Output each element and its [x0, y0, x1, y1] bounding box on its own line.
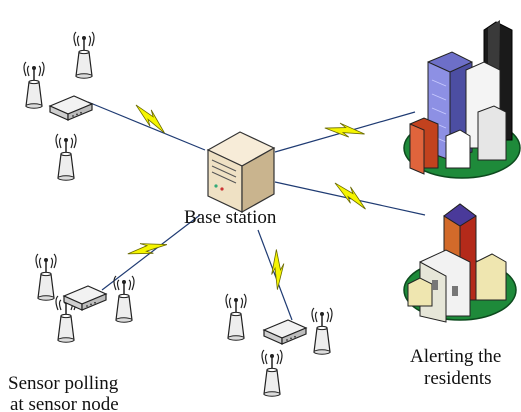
antenna-sensor-icon — [311, 307, 333, 355]
antenna-sensor-icon — [35, 253, 57, 301]
antenna-sensor-icon — [113, 275, 135, 323]
sensor-polling-label-line2: at sensor node — [10, 394, 119, 412]
link-town — [274, 181, 426, 216]
wireless-bolt-city — [324, 116, 365, 146]
wireless-bolt-bottom — [260, 249, 294, 291]
wireless-bolt-top — [130, 104, 171, 134]
router-icon — [263, 319, 307, 345]
wireless-bolt-left — [127, 230, 168, 269]
network-links — [87, 101, 426, 321]
town-icon — [403, 203, 517, 323]
link-sensor-group-bottom — [257, 229, 293, 321]
antenna-sensor-icon — [55, 133, 77, 181]
router-icon — [63, 285, 107, 311]
alerting-label-line2: residents — [424, 368, 492, 389]
alerting-label-line1: Alerting the — [410, 346, 501, 367]
sensor-cluster-left — [35, 253, 135, 343]
sensor-polling-label-line1: Sensor polling — [8, 373, 119, 394]
link-sensor-group-top — [87, 101, 206, 151]
router-icon — [49, 95, 93, 121]
antenna-sensor-icon — [261, 349, 283, 397]
antenna-sensor-icon — [225, 293, 247, 341]
city-icon — [403, 20, 521, 179]
sensor-cluster-top — [23, 31, 95, 181]
sensor-cluster-bottom — [225, 293, 333, 397]
server-icon — [206, 131, 276, 214]
base-station-label: Base station — [184, 207, 277, 228]
antenna-sensor-icon — [73, 31, 95, 79]
antenna-sensor-icon — [23, 61, 45, 109]
